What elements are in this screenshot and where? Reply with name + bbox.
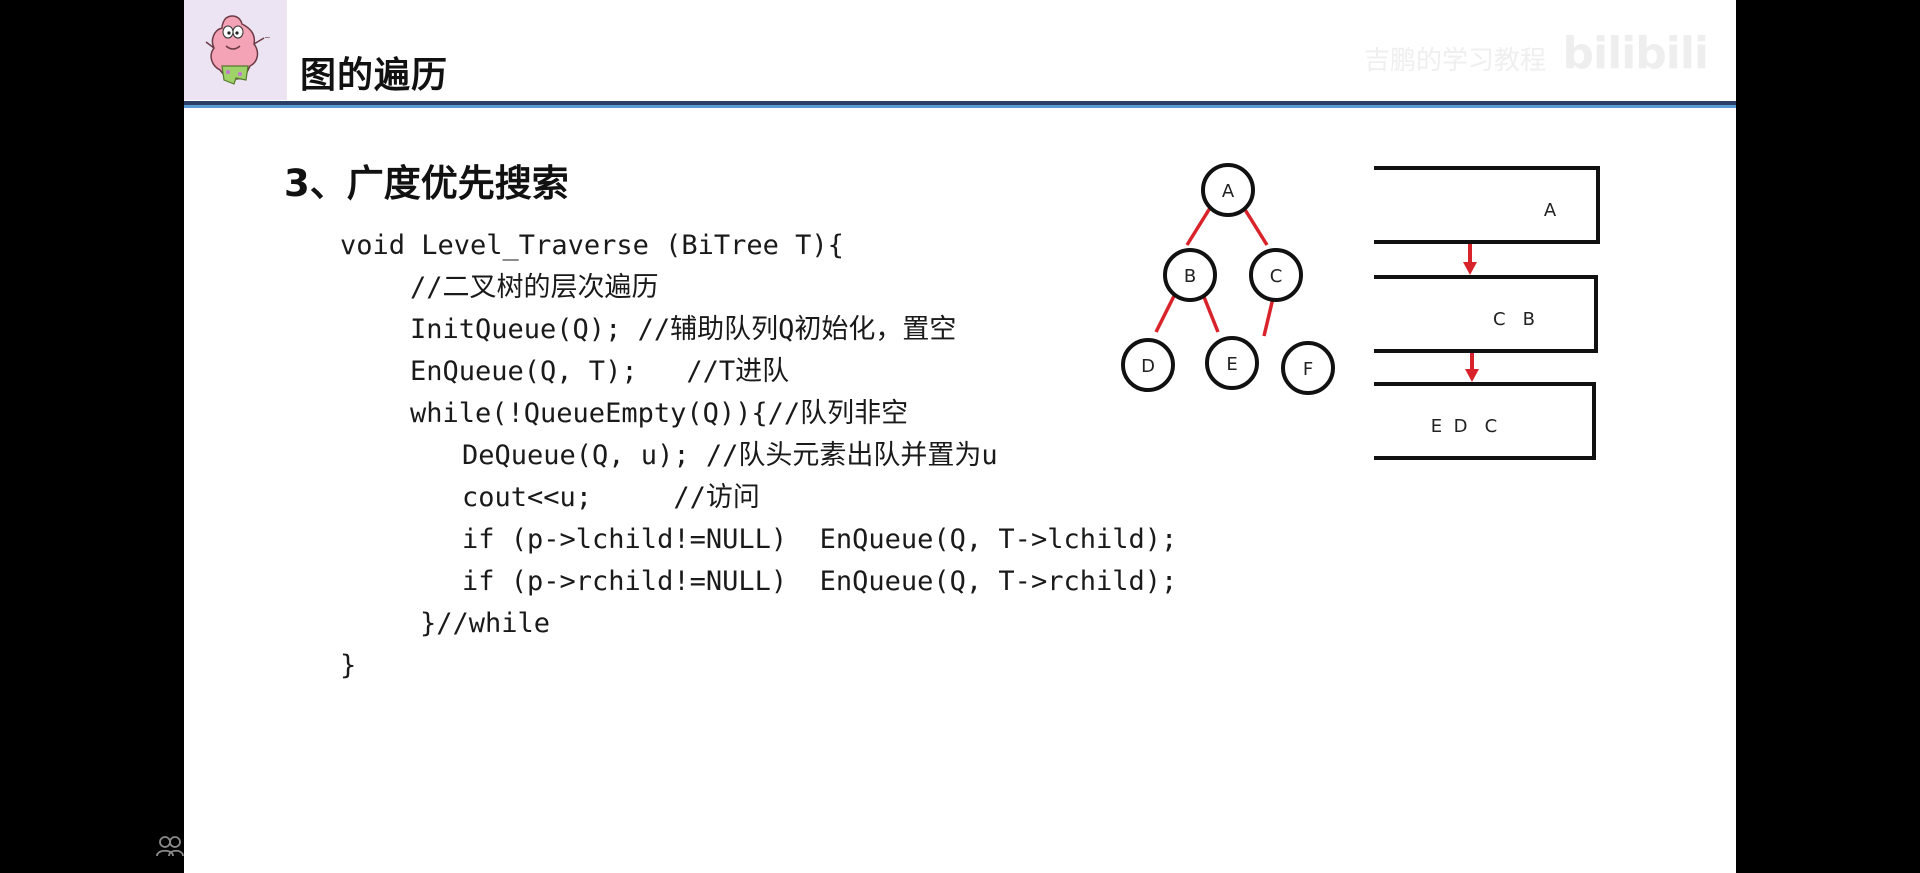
queue-box-2: C B	[1374, 275, 1598, 353]
tree-node-f: F	[1281, 341, 1335, 395]
patrick-star-avatar-icon: ~	[205, 15, 271, 85]
tree-node-label: B	[1184, 266, 1196, 287]
tree-edge-a-b	[1185, 207, 1212, 246]
slide-header: ~ 图的遍历 吉鹏的学习教程 bilibili	[184, 0, 1736, 104]
code-line: void Level_Traverse (BiTree T){	[340, 230, 844, 261]
tree-edge-b-e	[1200, 291, 1220, 333]
code-line: if (p->rchild!=NULL) EnQueue(Q, T->rchil…	[462, 566, 1178, 597]
tree-node-label: A	[1222, 181, 1235, 202]
header-divider-light	[184, 105, 1736, 108]
code-line: }//while	[420, 608, 551, 639]
code-line: if (p->lchild!=NULL) EnQueue(Q, T->lchil…	[462, 524, 1178, 555]
queue-arrow-1	[1463, 244, 1477, 275]
watermark-caption: 吉鹏的学习教程	[1363, 46, 1546, 76]
code-line: }	[340, 650, 357, 681]
page-title: 图的遍历	[300, 55, 449, 96]
code-line: EnQueue(Q, T); //T进队	[410, 356, 790, 387]
code-line: //二叉树的层次遍历	[410, 272, 659, 303]
tree-node-d: D	[1121, 338, 1175, 392]
slide: ~ 图的遍历 吉鹏的学习教程 bilibili 3、广度优先搜索 void Le…	[184, 0, 1736, 873]
svg-text:~: ~	[264, 33, 271, 42]
tree-edge-a-c	[1242, 207, 1269, 246]
queue-box-1: A	[1374, 166, 1600, 244]
section-heading: 3、广度优先搜索	[284, 162, 569, 205]
people-icon[interactable]	[156, 834, 184, 864]
queue-state-label: C B	[1493, 309, 1535, 330]
tree-node-e: E	[1205, 336, 1259, 390]
code-line: while(!QueueEmpty(Q)){//队列非空	[410, 398, 909, 429]
tree-node-label: F	[1303, 359, 1313, 380]
header-divider-dark	[184, 101, 1736, 105]
binary-tree-diagram: A B C D E F	[1121, 163, 1335, 395]
tree-node-c: C	[1249, 248, 1303, 302]
code-line: DeQueue(Q, u); //队头元素出队并置为u	[462, 440, 998, 471]
avatar: ~	[184, 0, 287, 100]
tree-node-a: A	[1201, 163, 1255, 217]
tree-edges	[1154, 207, 1276, 337]
tree-node-label: D	[1141, 356, 1155, 377]
tree-node-label: C	[1270, 266, 1283, 287]
queue-box-3: E D C	[1374, 382, 1596, 460]
queue-state-label: E D C	[1431, 416, 1497, 437]
bilibili-watermark: bilibili	[1562, 28, 1709, 79]
queue-arrow-2	[1465, 353, 1479, 382]
tree-node-b: B	[1163, 248, 1217, 302]
queue-states-diagram: A C B E D C	[1374, 166, 1600, 460]
tree-node-label: E	[1226, 354, 1237, 375]
code-line: InitQueue(Q); //辅助队列Q初始化，置空	[410, 314, 957, 345]
tree-edge-b-d	[1154, 291, 1178, 333]
code-line: cout<<u; //访问	[462, 482, 760, 513]
queue-state-label: A	[1544, 200, 1557, 221]
